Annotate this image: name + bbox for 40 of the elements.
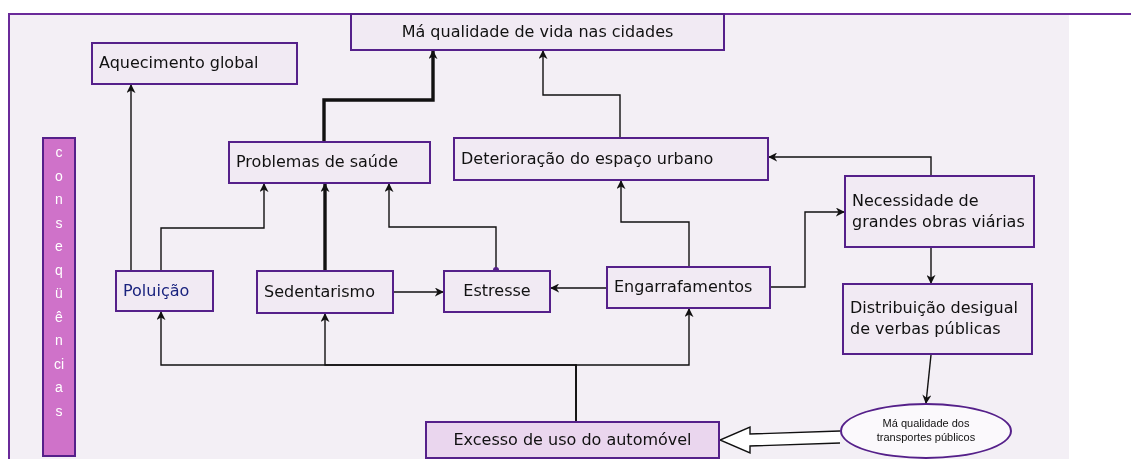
arrow	[322, 50, 438, 141]
node-label: Má qualidade de vida nas cidades	[401, 21, 674, 43]
arrow	[768, 152, 932, 176]
arrow	[384, 183, 499, 273]
arrow	[575, 308, 694, 422]
node-label: Deterioração do espaço urbano	[461, 148, 714, 170]
effect-box	[606, 266, 771, 309]
node-label: Poluição	[123, 280, 190, 302]
arrow	[926, 247, 936, 284]
node-label: Excesso de uso do automóvel	[453, 429, 692, 451]
node-label: Engarrafamentos	[614, 277, 753, 298]
effect-box	[256, 270, 394, 314]
arrow	[160, 183, 269, 271]
effect-box	[844, 175, 1035, 248]
vertical-label: conseqüências	[52, 143, 66, 421]
block-arrow	[718, 425, 841, 455]
effect-box	[443, 270, 551, 313]
effect-box	[453, 137, 769, 181]
effect-box	[115, 270, 214, 312]
effect-box	[350, 13, 725, 51]
cause-box	[425, 421, 720, 459]
node-label: Estresse	[463, 281, 531, 302]
effect-box	[842, 283, 1033, 355]
arrow	[126, 84, 136, 271]
arrow	[320, 183, 330, 270]
section-band	[42, 137, 76, 457]
node-label: Sedentarismo	[264, 281, 375, 303]
node-label: Má qualidade dos transportes públicos	[875, 417, 977, 445]
arrow	[922, 354, 932, 404]
arrow	[770, 207, 845, 288]
node-label: Distribuição desigual de verbas públicas	[850, 298, 1019, 340]
effect-box	[228, 141, 431, 184]
node-label: Aquecimento global	[99, 53, 259, 74]
arrow	[550, 283, 607, 293]
node-label: Problemas de saúde	[236, 152, 398, 173]
arrow	[393, 287, 444, 297]
effect-box	[91, 42, 298, 85]
node-label: Necessidade de grandes obras viárias	[852, 190, 1026, 233]
arrow	[616, 180, 690, 267]
arrow	[538, 50, 621, 138]
